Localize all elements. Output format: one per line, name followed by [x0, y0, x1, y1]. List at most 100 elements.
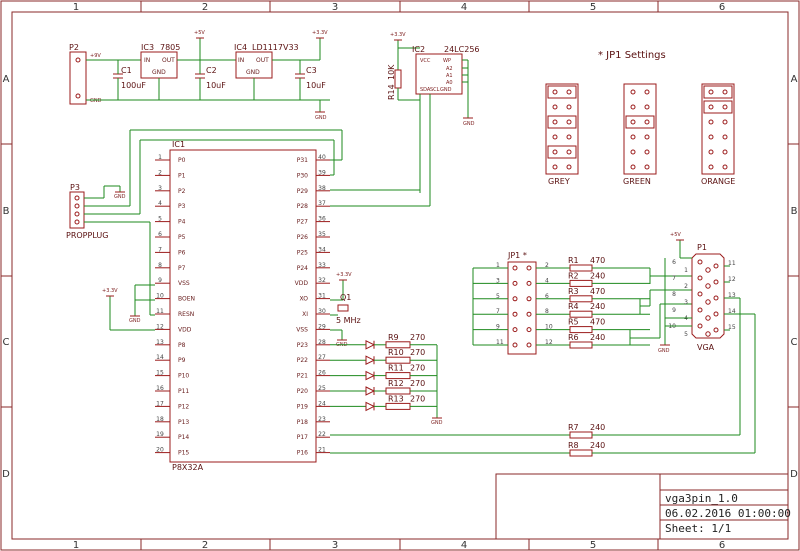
vga-resistor-ref: R6 [568, 333, 579, 342]
vga-pin [697, 307, 703, 313]
mcu-pin-number: 8 [158, 262, 162, 269]
col-label-bottom: 3 [332, 540, 338, 551]
vga-pin-number: 3 [684, 299, 688, 306]
jp1-pin [512, 296, 518, 302]
mcu-pin-name: P31 [297, 157, 308, 164]
mcu-pin-name: P26 [297, 234, 308, 241]
sync-resistor-ref: R7 [568, 423, 579, 432]
vga-pin-number: 2 [684, 283, 688, 290]
rail-33-label: +3.3V [312, 30, 328, 36]
mcu-pin-name: P6 [178, 249, 186, 256]
vga-pin [705, 331, 711, 337]
mcu-pin-number: 39 [318, 169, 326, 176]
vga-pin [705, 299, 711, 305]
col-label-top: 2 [202, 2, 208, 13]
jp1-pin [526, 296, 532, 302]
mcu-pin-number: 5 [158, 216, 162, 223]
c1-value: 100uF [121, 81, 146, 90]
jp1-pin [526, 280, 532, 286]
col-label-bottom: 4 [461, 540, 467, 551]
sync-resistor-ref: R8 [568, 441, 579, 450]
p2-plus-label: +9V [90, 53, 101, 59]
jp1-pin [512, 280, 518, 286]
mcu-pin-name: P4 [178, 219, 186, 226]
ic4-ref: IC4 [234, 43, 247, 52]
ic2-pin-a1: A1 [446, 73, 453, 79]
row-label-right: B [791, 206, 798, 217]
mcu-pin-number: 25 [318, 385, 326, 392]
led-resistor-ref: R13 [388, 394, 404, 403]
mcu-pin-name: P2 [178, 188, 186, 195]
vga-pin [705, 283, 711, 289]
vga-pin-number: 9 [672, 307, 676, 314]
led-diode [365, 339, 376, 350]
jp1-pin [512, 327, 518, 333]
mcu-pin-name: P13 [178, 419, 189, 426]
title-block-sheet: Sheet: 1/1 [665, 522, 731, 535]
led-resistor [385, 402, 411, 410]
col-label-bottom: 5 [590, 540, 596, 551]
eeprom-gnd-label: GND [463, 121, 475, 127]
vga-pin [697, 291, 703, 297]
jp1-pin-number: 4 [545, 277, 549, 284]
sync-resistor-value: 240 [590, 441, 605, 450]
p2-gnd-label: GND [90, 98, 102, 104]
jp1-pin [526, 311, 532, 317]
led-resistor-ref: R9 [388, 333, 399, 342]
jp1-pin [526, 265, 532, 271]
vga-pin-number: 1 [684, 267, 688, 274]
jp1-pin-number: 7 [496, 308, 500, 315]
jp1-pin-number: 5 [496, 293, 500, 300]
vga-pin-number: 12 [728, 276, 736, 283]
mcu-pin-name: P14 [178, 434, 189, 441]
vga-resistor [569, 264, 593, 272]
ic3-ref: IC3 [141, 43, 154, 52]
mcu-pin-name: BOEN [178, 296, 195, 303]
col-label-bottom: 6 [719, 540, 725, 551]
jp1-pin [526, 327, 532, 333]
mcu-pin-name: P19 [297, 403, 308, 410]
vga-pin-number: 15 [728, 324, 736, 331]
mcu-pin-name: P27 [297, 219, 308, 226]
vga-pin-number: 5 [684, 331, 688, 338]
col-label-bottom: 1 [73, 540, 79, 551]
q1-ref: Q1 [340, 293, 351, 302]
jp1-settings-title: * JP1 Settings [598, 50, 666, 61]
vga-resistor [569, 279, 593, 287]
eeprom-section: +3.3V R14 10K IC2 24LC256 VCC WP A2 A1 A… [387, 32, 480, 206]
vga-resistor [569, 326, 593, 334]
mcu-pin-number: 12 [156, 323, 164, 330]
mcu-pin-name: P3 [178, 203, 186, 210]
mcu-pin-name: XO [300, 296, 309, 303]
mcu-pin-number: 11 [156, 308, 164, 315]
p3-value: PROPPLUG [66, 231, 108, 240]
mcu-pin-number: 23 [318, 416, 326, 423]
power-section: P2 +9V GND IC3 7805 IN OUT GND C1 100uF … [69, 30, 330, 121]
ic2-pin-a0: A0 [446, 80, 453, 86]
row-label-right: A [791, 74, 798, 85]
ic4-out: OUT [256, 57, 269, 64]
ic2-pin-vcc: VCC [420, 58, 431, 64]
mcu-pin-number: 9 [158, 277, 162, 284]
crystal-rail-label: +3.3V [336, 272, 352, 278]
jp1-pin-number: 3 [496, 277, 500, 284]
sync-resistor [569, 449, 593, 457]
mcu-pin-name: RESN [178, 311, 194, 318]
sync-resistor [569, 431, 593, 439]
mcu-pin-number: 36 [318, 216, 326, 223]
vga-resistor-value: 240 [590, 333, 605, 342]
jp1-pin-number: 8 [545, 308, 549, 315]
led-gnd-label: GND [431, 420, 443, 426]
mcu-pin-name: P20 [297, 388, 308, 395]
vga-pin [705, 267, 711, 273]
ic2-pin-gnd: GND [440, 87, 452, 93]
mcu-pin-number: 19 [156, 431, 164, 438]
c1-ref: C1 [121, 66, 132, 75]
vga-resistor [569, 341, 593, 349]
